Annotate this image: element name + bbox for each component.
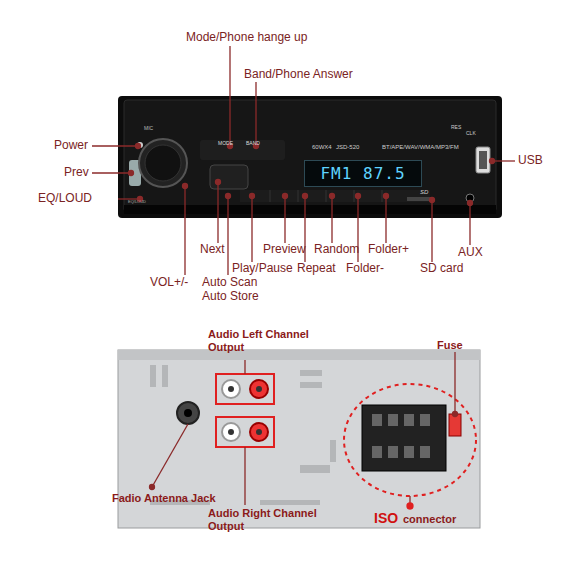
callout-label: Preview xyxy=(263,243,306,257)
callout-label: EQ/LOUD xyxy=(38,192,92,206)
display-screen: FM1 87.5 xyxy=(304,160,422,187)
callout-label: AUX xyxy=(458,246,483,260)
mode-band-buttons xyxy=(200,140,285,160)
face-bottom xyxy=(124,205,496,214)
panel-text: MIC xyxy=(144,126,153,132)
callout-label: Mode/Phone hange up xyxy=(186,31,307,45)
panel-text: SD xyxy=(420,189,428,196)
iso-highlight xyxy=(344,384,476,496)
antenna-hole xyxy=(184,409,192,417)
face-plate xyxy=(118,96,502,218)
panel-text: BT/APE/WAV/WMA/MP3/FM xyxy=(382,144,459,151)
callout-label: Band/Phone Answer xyxy=(244,68,353,82)
antenna-jack xyxy=(177,402,199,424)
callout-label: Auto Scan Auto Store xyxy=(202,276,264,304)
panel-text: JSD-520 xyxy=(336,144,359,151)
left-channel-box xyxy=(216,374,274,404)
leader-lines xyxy=(92,46,515,275)
iso-pins xyxy=(372,414,430,458)
callout-label: Random xyxy=(314,243,359,257)
usb-inner xyxy=(479,151,487,169)
right-channel-box xyxy=(216,417,274,447)
volume-knob xyxy=(139,139,187,187)
callout-label: USB xyxy=(518,154,543,168)
callout-label: Audio Right Channel Output xyxy=(208,507,318,532)
panel-text: EQ/LOUD xyxy=(128,200,146,205)
callout-label: Power xyxy=(54,139,88,153)
callout-label: VOL+/- xyxy=(150,276,188,290)
rca-jacks xyxy=(222,380,268,441)
preset-dividers xyxy=(270,190,382,202)
callout-label: Fuse xyxy=(437,339,463,352)
fuse xyxy=(449,414,461,436)
panel-text: CLK xyxy=(466,131,476,137)
callout-label: Folder- xyxy=(346,262,384,276)
callout-label: Fadio Antenna Jack xyxy=(112,492,216,505)
preset-buttons xyxy=(240,190,430,202)
face-panel xyxy=(124,100,496,212)
chassis-top xyxy=(118,350,480,360)
panel-text: MODE xyxy=(218,141,233,147)
panel-text: RES xyxy=(451,125,461,131)
panel-text: BAND xyxy=(246,141,260,147)
next-button xyxy=(210,165,248,189)
usb-port xyxy=(476,147,490,173)
callout-label: Next xyxy=(200,243,225,257)
callout-label: Prev xyxy=(64,166,89,180)
callout-label: Folder+ xyxy=(368,243,409,257)
display-text: FM1 87.5 xyxy=(320,164,405,183)
vents xyxy=(150,365,336,505)
iso-connector xyxy=(362,405,446,471)
callout-label: ISO xyxy=(374,510,398,526)
callout-label: SD card xyxy=(420,262,463,276)
callout-label: Repeat xyxy=(297,262,336,276)
rear-leaders xyxy=(150,352,458,509)
knob-inner xyxy=(145,145,181,181)
callout-label: Play/Pause xyxy=(232,262,293,276)
callout-label: connector xyxy=(403,513,456,526)
panel-text: 60WX4 xyxy=(312,144,332,151)
callout-label: Audio Left Channel Output xyxy=(208,328,318,353)
